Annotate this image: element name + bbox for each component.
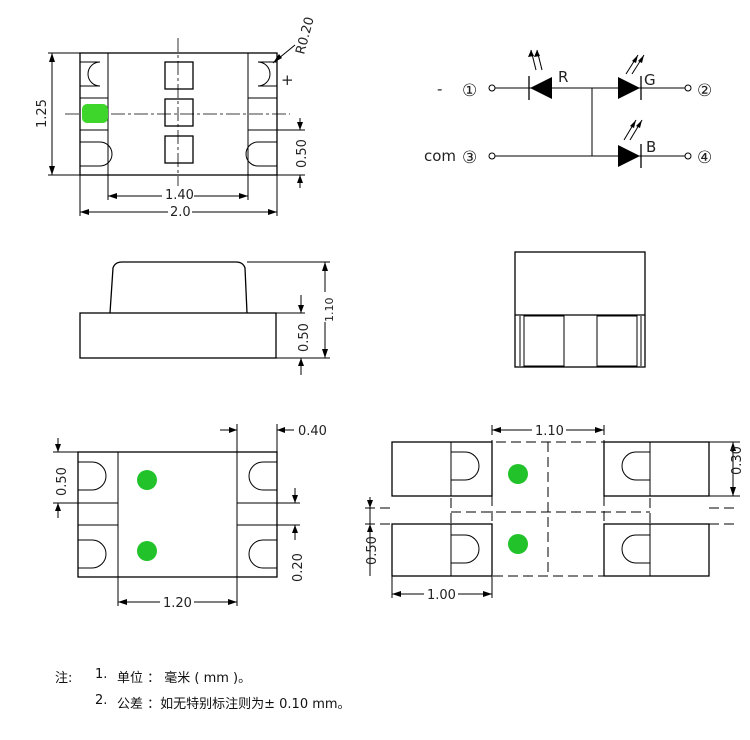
dim-bottom-pad-w: 0.40 [298, 424, 327, 439]
dim-pad: 0.50 [295, 139, 310, 168]
side-view: 0.50 1.10 [79, 261, 336, 375]
footprint-pad-bl [391, 523, 493, 577]
polarity-marker [82, 104, 108, 123]
footprint-pad-tr [603, 441, 710, 497]
bottom-dot-bottom [137, 541, 157, 561]
dim-footprint-pad-h: 0.50 [365, 536, 380, 565]
notes-prefix: 注: [55, 671, 73, 686]
left-castellation-bottom [80, 141, 113, 167]
led-g-label: G [644, 71, 656, 89]
bottom-dot-top [137, 470, 157, 490]
bottom-body-outline [77, 451, 278, 578]
footprint-pad-tl [391, 441, 493, 497]
circuit-schematic: - ① R G ② com ③ B [424, 49, 712, 168]
pin2-terminal [684, 84, 692, 92]
dim-side-total: 1.10 [323, 298, 336, 323]
dim-radius: R0.20 [293, 15, 317, 56]
end-outline [514, 251, 646, 368]
led-r-label: R [558, 68, 568, 86]
note2-number: 2. [95, 693, 108, 708]
side-dome [109, 261, 248, 314]
dim-width: 2.0 [170, 205, 191, 220]
footprint-pad-br [603, 523, 710, 577]
led-chip-top [164, 61, 194, 90]
left-castellation-top [80, 61, 101, 87]
dim-footprint-len: 1.00 [427, 588, 456, 603]
pin3-label: ③ [462, 148, 477, 168]
dim-bottom-span: 1.20 [163, 596, 192, 611]
pin2-label: ② [697, 81, 712, 101]
end-pad-right [596, 315, 638, 367]
top-body-outline [79, 52, 278, 176]
pin3-terminal [488, 152, 496, 160]
right-castellation-top [257, 61, 277, 87]
pin1-label: ① [462, 81, 477, 101]
led-chip-bottom [164, 135, 194, 164]
pin3-com-label: com [424, 147, 456, 165]
pin1-terminal [488, 84, 496, 92]
dim-bottom-pad-h: 0.50 [55, 467, 70, 496]
dim-footprint-gap: 1.10 [535, 424, 564, 439]
led-chip-middle [164, 98, 194, 127]
end-view [514, 251, 646, 368]
note2-text: 公差 ：如无特别标注则为± 0.10 mm。 [117, 697, 351, 712]
led-g-symbol [618, 77, 640, 99]
led-b-label: B [646, 138, 656, 156]
top-view: + R0.20 1.25 0.50 1.40 2.0 [35, 15, 318, 220]
pin4-label: ④ [697, 148, 712, 168]
led-b-symbol [618, 145, 640, 167]
led-r-symbol [530, 77, 552, 99]
footprint-dot-top [508, 464, 528, 484]
note1-text: 单位 ： 毫米 ( mm )。 [117, 671, 252, 686]
side-base [79, 312, 277, 359]
footprint-package-outline [450, 441, 651, 577]
note1-number: 1. [95, 667, 108, 682]
bottom-view: 0.40 0.50 0.20 1.20 [53, 424, 327, 611]
end-pad-left [523, 315, 565, 367]
dim-footprint-pad-w: 0.30 [730, 446, 745, 475]
dim-bottom-gap: 0.20 [291, 553, 306, 582]
pin4-terminal [684, 152, 692, 160]
dim-height: 1.25 [35, 99, 50, 128]
polarity-plus-label: + [281, 71, 294, 89]
footprint-dot-bottom [508, 534, 528, 554]
dim-side-base: 0.50 [297, 323, 312, 352]
right-castellation-bottom [245, 141, 277, 167]
dim-inner: 1.40 [165, 188, 194, 203]
footprint-view: 1.10 0.30 0.50 1.00 [365, 421, 745, 603]
pin1-sign: - [437, 80, 442, 98]
